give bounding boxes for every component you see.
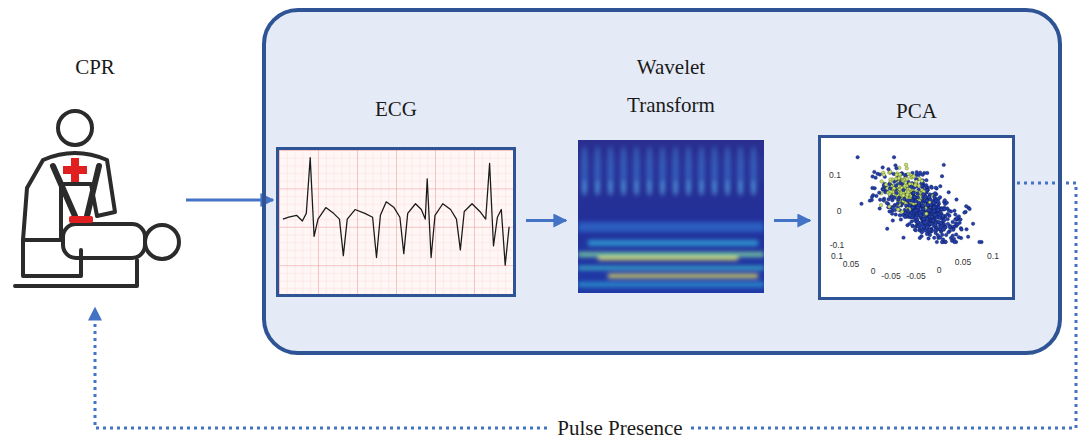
- pca-box: PCA0.10-0.10.10.050-0.05-0.0500.050.1: [818, 135, 1015, 300]
- ecg-grid: [279, 150, 513, 294]
- ecg-paper: [279, 150, 513, 294]
- node-heading: CPR: [75, 48, 115, 86]
- hands: [69, 216, 93, 223]
- panel-fill: [264, 10, 1060, 353]
- axis-tick-label: -0.05: [906, 271, 925, 281]
- ecg-line: [283, 158, 509, 266]
- icon-node: CPR: [5, 100, 185, 305]
- scalogram-bursts: [578, 140, 764, 210]
- flow-arrow: [186, 199, 273, 202]
- node-heading: Wavelet Transform: [611, 48, 731, 124]
- rescuer-torso: [23, 153, 115, 240]
- ecg-box: ECG: [276, 147, 516, 297]
- axis-tick-label: 0.05: [955, 257, 972, 267]
- flow-arrow: [774, 219, 810, 222]
- patient-body: [63, 224, 145, 258]
- scalogram-image: [578, 140, 764, 293]
- node-heading: PCA: [896, 92, 937, 130]
- wavelet-image: Wavelet Transform: [578, 140, 764, 293]
- axis-tick-label: 0.1: [831, 251, 843, 261]
- patient-head: [145, 225, 179, 259]
- pipeline-panel: ECG Wavelet Transform PCA0.10-0.: [262, 8, 1062, 355]
- axis-tick-label: -0.1: [830, 240, 845, 250]
- rescuer-legs: [23, 240, 81, 276]
- cpr-icon: [5, 100, 185, 305]
- axis-tick-label: 0.05: [843, 259, 860, 269]
- flow-arrow: [526, 219, 566, 222]
- axis-tick-label: 0: [837, 206, 842, 216]
- axis-tick-label: 0.1: [829, 170, 841, 180]
- red-cross: [63, 158, 87, 182]
- ecg-trace: [279, 150, 513, 294]
- rescuer-head: [58, 111, 92, 145]
- edge-label: Pulse Presence: [549, 417, 690, 439]
- axis-tick-label: 0: [871, 266, 876, 276]
- node-heading: ECG: [375, 90, 417, 128]
- scalogram-ground: [578, 140, 764, 293]
- axis-tick-label: 0.1: [987, 251, 999, 261]
- scalogram-bands: [578, 222, 764, 287]
- patient-legs: [15, 260, 137, 286]
- axis-tick-label: -0.05: [881, 271, 900, 281]
- axis-tick-label: 0: [937, 265, 942, 275]
- scatter-points: [856, 156, 983, 244]
